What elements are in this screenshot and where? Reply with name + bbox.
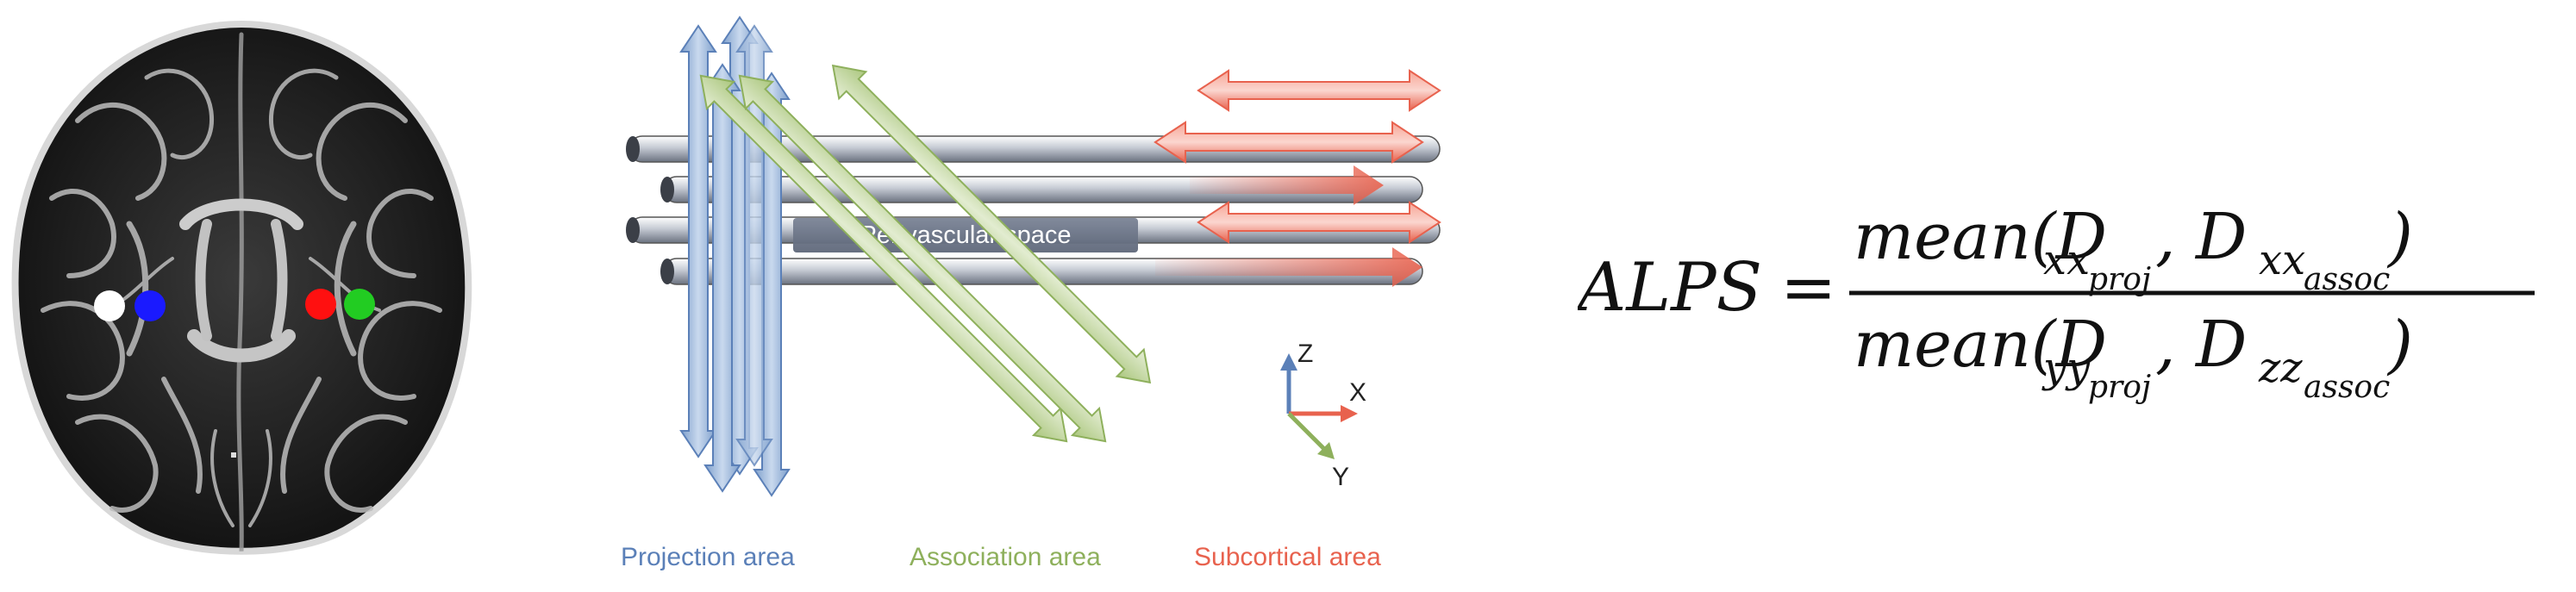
roi-dot-left-association [134, 290, 166, 321]
denominator-close: ) [2386, 308, 2413, 382]
axis-z-label: Z [1297, 340, 1313, 368]
numerator-sub1: xx [2043, 236, 2090, 284]
roi-dot-right-association [344, 289, 375, 320]
association-arrows [699, 64, 1152, 443]
numerator-close: ) [2386, 200, 2413, 274]
numerator-prefix: mean(D [1854, 200, 2107, 274]
numerator-sub2: xx [2259, 236, 2305, 284]
brain-dti-image [0, 0, 483, 588]
alps-formula: ALPS = mean(D xx proj , D xx assoc ) mea… [1572, 138, 2569, 448]
numerator-comma: , D [2155, 200, 2247, 274]
roi-dot-left-projection [94, 290, 125, 321]
axis-x-label: X [1349, 378, 1366, 407]
axis-indicator: Z X Y [1280, 340, 1366, 491]
projection-area-label: Projection area [621, 543, 795, 571]
denominator-comma: , D [2155, 308, 2247, 382]
denominator-sub2: zz [2258, 344, 2303, 392]
roi-dot-right-projection [305, 289, 336, 320]
denominator-prefix: mean(D [1854, 308, 2107, 382]
denominator-subsub2: assoc [2304, 370, 2390, 405]
association-area-label: Association area [910, 543, 1101, 571]
subcortical-area-label: Subcortical area [1194, 543, 1381, 571]
denominator-subsub1: proj [2088, 370, 2151, 405]
denominator-sub1: yy [2041, 344, 2091, 392]
subcortical-arrows [1154, 69, 1441, 244]
brain-speck [231, 452, 236, 458]
formula-equals: = [1780, 249, 1836, 327]
formula-lhs: ALPS [1578, 249, 1762, 327]
projection-arrows [679, 16, 791, 497]
alps-schematic-svg: Perivascular space [626, 16, 1441, 497]
alps-schematic-diagram: Perivascular space [586, 0, 1448, 588]
axis-y-label: Y [1332, 463, 1349, 491]
subcortical-fading-arrows [1155, 165, 1422, 287]
alps-formula-svg: ALPS = mean(D xx proj , D xx assoc ) mea… [1572, 200, 2535, 405]
brain-svg [11, 20, 472, 555]
